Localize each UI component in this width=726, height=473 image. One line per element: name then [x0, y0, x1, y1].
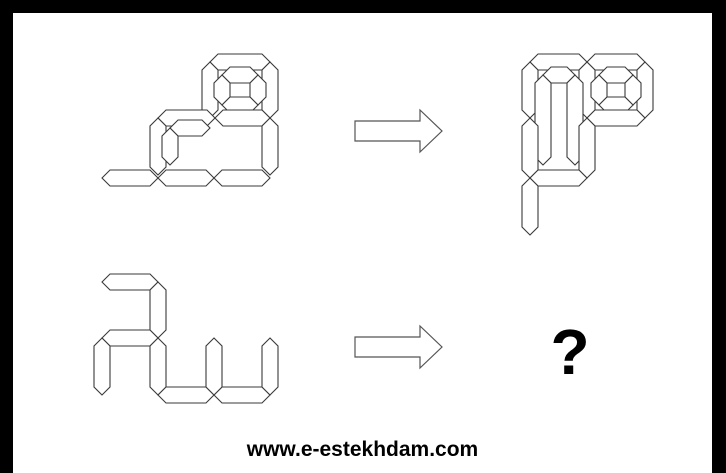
segment-shape	[157, 169, 215, 187]
right-arrow-icon	[354, 324, 443, 370]
segment-shape	[149, 337, 167, 396]
answer-question-mark: ?	[550, 316, 590, 388]
segment-shape	[529, 169, 588, 187]
segment-shape	[101, 169, 159, 187]
segment-shape	[261, 337, 279, 396]
segment-shape	[261, 117, 279, 176]
segment-shape	[586, 109, 646, 127]
segment-shape	[521, 117, 539, 179]
figure-2-transformed	[521, 53, 654, 236]
figure-3-start	[93, 273, 279, 404]
segment-shape	[157, 386, 215, 404]
segment-shape	[578, 117, 596, 179]
figure-1-start	[101, 53, 279, 187]
segment-shape	[213, 386, 271, 404]
right-arrow-icon	[354, 108, 443, 154]
segment-shape	[213, 169, 271, 187]
segment-shape	[149, 117, 167, 176]
segment-shape	[101, 273, 159, 291]
segment-shape	[521, 177, 539, 236]
segment-shape	[214, 109, 271, 127]
segment-shape	[93, 337, 111, 396]
segment-shape	[161, 127, 179, 166]
segment-shape	[101, 329, 159, 347]
website-url: www.e-estekhdam.com	[246, 438, 479, 461]
segment-shape	[534, 74, 552, 166]
segment-shape	[205, 337, 223, 396]
segment-shape	[149, 281, 167, 339]
